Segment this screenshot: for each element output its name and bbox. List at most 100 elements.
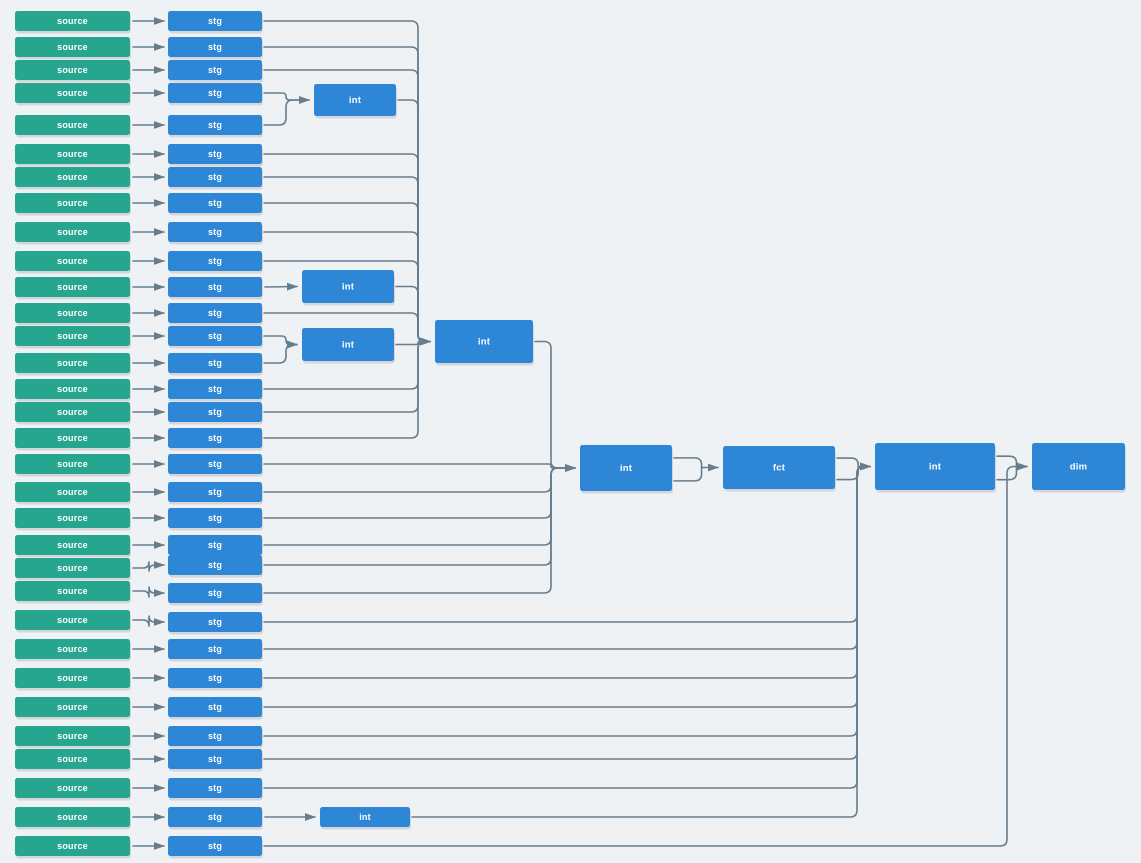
node-body[interactable] [168,508,262,528]
node-body[interactable] [168,402,262,422]
node-source[interactable]: source [15,60,131,83]
node-source[interactable]: source [15,726,131,749]
node-source[interactable]: source [15,778,131,801]
node-stg[interactable]: stg [168,778,263,801]
node-body[interactable] [580,445,672,491]
node-body[interactable] [15,428,130,448]
node-source[interactable]: source [15,326,131,349]
node-stg[interactable]: stg [168,482,263,505]
node-body[interactable] [15,697,130,717]
nodes-layer[interactable]: source stg source stg source stg source stg sour… [15,11,1126,859]
node-body[interactable] [168,726,262,746]
node-stg[interactable]: stg [168,639,263,662]
node-body[interactable] [15,610,130,630]
node-body[interactable] [15,11,130,31]
node-stg[interactable]: stg [168,697,263,720]
node-body[interactable] [168,639,262,659]
node-body[interactable] [168,749,262,769]
node-body[interactable] [15,807,130,827]
node-body[interactable] [168,668,262,688]
node-stg[interactable]: stg [168,612,263,635]
node-stg[interactable]: stg [168,11,263,34]
node-body[interactable] [15,379,130,399]
node-stg[interactable]: stg [168,555,263,578]
node-body[interactable] [15,353,130,373]
node-source[interactable]: source [15,83,131,106]
node-body[interactable] [168,379,262,399]
node-body[interactable] [15,193,130,213]
node-source[interactable]: source [15,402,131,425]
node-stg[interactable]: stg [168,222,263,245]
node-stg[interactable]: stg [168,668,263,691]
node-body[interactable] [15,303,130,323]
node-body[interactable] [320,807,410,827]
node-body[interactable] [168,836,262,856]
node-source[interactable]: source [15,558,131,581]
node-source[interactable]: source [15,115,131,138]
node-body[interactable] [435,320,533,363]
node-body[interactable] [168,83,262,103]
node-stg[interactable]: stg [168,379,263,402]
node-body[interactable] [168,778,262,798]
node-stg[interactable]: stg [168,726,263,749]
node-int[interactable]: int [580,445,673,494]
node-body[interactable] [15,60,130,80]
node-body[interactable] [302,270,394,303]
node-body[interactable] [168,222,262,242]
node-body[interactable] [15,508,130,528]
node-body[interactable] [168,697,262,717]
node-stg[interactable]: stg [168,193,263,216]
node-stg[interactable]: stg [168,115,263,138]
node-body[interactable] [15,326,130,346]
node-body[interactable] [168,583,262,603]
node-body[interactable] [15,277,130,297]
node-int[interactable]: int [875,443,996,493]
node-body[interactable] [168,60,262,80]
node-source[interactable]: source [15,535,131,558]
node-source[interactable]: source [15,749,131,772]
node-stg[interactable]: stg [168,454,263,477]
node-body[interactable] [15,581,130,601]
node-body[interactable] [168,11,262,31]
node-body[interactable] [15,778,130,798]
node-body[interactable] [15,749,130,769]
node-stg[interactable]: stg [168,326,263,349]
node-body[interactable] [15,639,130,659]
node-source[interactable]: source [15,581,131,604]
node-int[interactable]: int [435,320,534,366]
node-body[interactable] [168,454,262,474]
node-body[interactable] [168,167,262,187]
node-source[interactable]: source [15,836,131,859]
node-stg[interactable]: stg [168,535,263,558]
node-stg[interactable]: stg [168,428,263,451]
node-stg[interactable]: stg [168,167,263,190]
node-body[interactable] [168,428,262,448]
node-source[interactable]: source [15,167,131,190]
node-body[interactable] [15,535,130,555]
node-body[interactable] [168,144,262,164]
node-body[interactable] [15,668,130,688]
node-source[interactable]: source [15,353,131,376]
node-body[interactable] [875,443,995,490]
node-stg[interactable]: stg [168,749,263,772]
node-source[interactable]: source [15,610,131,633]
node-body[interactable] [15,144,130,164]
node-stg[interactable]: stg [168,277,263,300]
node-body[interactable] [15,726,130,746]
node-source[interactable]: source [15,251,131,274]
node-int[interactable]: int [302,328,395,364]
node-stg[interactable]: stg [168,37,263,60]
node-stg[interactable]: stg [168,60,263,83]
node-stg[interactable]: stg [168,303,263,326]
node-body[interactable] [15,402,130,422]
node-stg[interactable]: stg [168,508,263,531]
node-source[interactable]: source [15,508,131,531]
node-source[interactable]: source [15,428,131,451]
node-body[interactable] [168,482,262,502]
node-source[interactable]: source [15,482,131,505]
node-int[interactable]: int [302,270,395,306]
node-fct[interactable]: fct [723,446,836,492]
node-source[interactable]: source [15,11,131,34]
node-body[interactable] [15,222,130,242]
